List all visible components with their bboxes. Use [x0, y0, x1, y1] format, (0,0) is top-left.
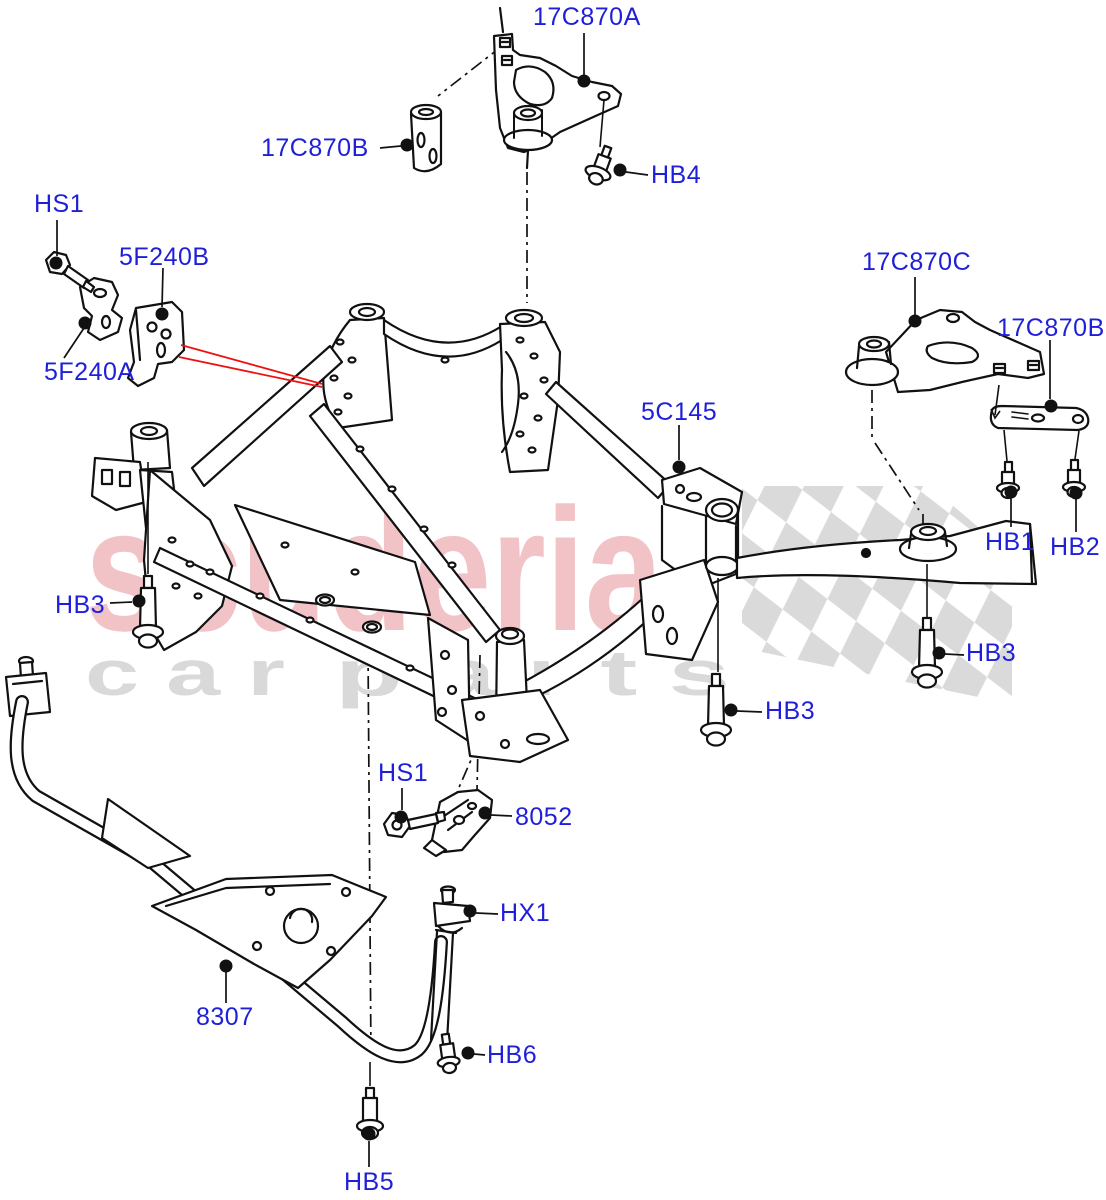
callout-dots [49, 74, 1083, 1141]
radiator-support-8307 [4, 655, 458, 1064]
bracket-17C870C [844, 308, 1046, 394]
callout-HX1[interactable]: HX1 [500, 899, 551, 927]
spacer-17C870B [409, 103, 443, 173]
callout-5F240A[interactable]: 5F240A [44, 358, 135, 386]
callout-HB2[interactable]: HB2 [1050, 533, 1101, 561]
callout-HB6[interactable]: HB6 [487, 1041, 538, 1069]
callout-8052[interactable]: 8052 [515, 803, 573, 831]
subframe-crossmember [90, 302, 744, 764]
bolt-HB3-center [699, 672, 733, 747]
callout-5C145[interactable]: 5C145 [641, 398, 718, 426]
callout-8307[interactable]: 8307 [196, 1003, 254, 1031]
subframe-holes [167, 336, 549, 672]
extension-arm [735, 519, 1038, 586]
red-locator-lines [178, 344, 323, 388]
bracket-17C870A [492, 6, 623, 170]
callout-5F240B[interactable]: 5F240B [119, 243, 210, 271]
callout-17C870B-right[interactable]: 17C870B [997, 314, 1105, 342]
bracket-8052 [422, 788, 494, 858]
watermark-word-car: c a r [85, 637, 285, 709]
clamp-HX1 [432, 885, 472, 934]
callout-17C870A[interactable]: 17C870A [533, 3, 641, 31]
bolt-HB6 [436, 1032, 461, 1075]
bolt-HB5 [355, 1086, 385, 1141]
callout-HS1-top[interactable]: HS1 [34, 190, 85, 218]
leader-lines [56, 33, 1077, 1167]
bolt-HB4 [584, 144, 613, 186]
connection-lines [147, 99, 1080, 1086]
bolt-HB3-right [910, 616, 944, 689]
callout-17C870C[interactable]: 17C870C [862, 248, 972, 276]
strap-plate-17C870B [989, 404, 1090, 432]
line-art [4, 6, 1090, 1141]
callout-HB1[interactable]: HB1 [985, 528, 1036, 556]
callout-17C870B-top[interactable]: 17C870B [261, 134, 369, 162]
callout-HB3-center[interactable]: HB3 [765, 697, 816, 725]
bracket-5F240B [126, 300, 186, 388]
callout-HS1-middle[interactable]: HS1 [378, 759, 429, 787]
subframe-corner-5C145 [638, 466, 744, 662]
callout-HB3-right[interactable]: HB3 [966, 639, 1017, 667]
callout-HB3-left[interactable]: HB3 [55, 591, 106, 619]
callout-HB4[interactable]: HB4 [651, 161, 702, 189]
callout-HB5[interactable]: HB5 [344, 1168, 395, 1196]
